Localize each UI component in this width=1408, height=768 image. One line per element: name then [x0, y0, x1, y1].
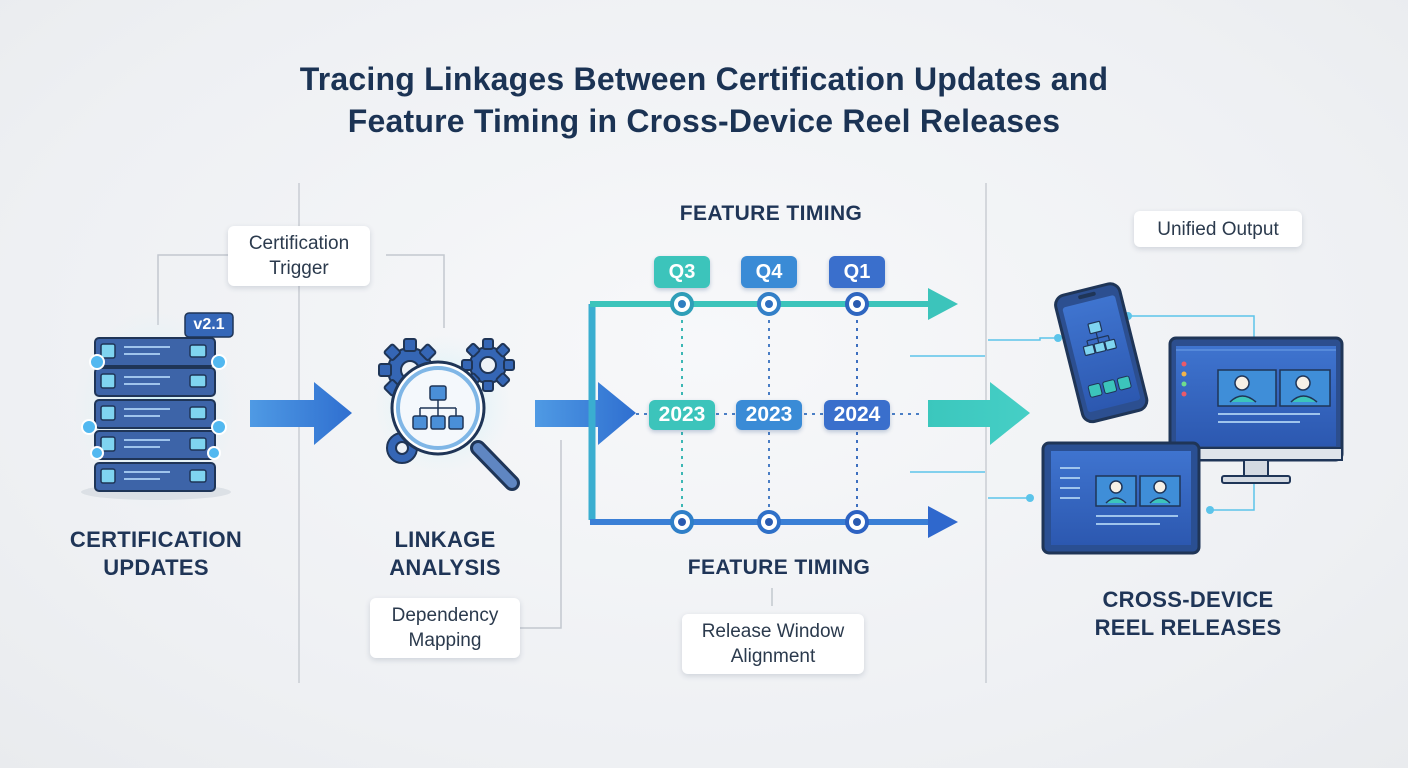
stage-label-certification: CERTIFICATION UPDATES: [40, 526, 272, 582]
title-line-1: Tracing Linkages Between Certification U…: [299, 61, 1109, 97]
title-line-2: Feature Timing in Cross-Device Reel Rele…: [347, 103, 1061, 139]
callout-text: Trigger: [269, 258, 329, 279]
callout-text: Alignment: [730, 646, 816, 667]
stage-label-line: ANALYSIS: [389, 555, 501, 580]
flow-arrow: [928, 382, 1030, 445]
callout-text: Unified Output: [1157, 218, 1279, 240]
callout-dependency-mapping: Dependency Mapping: [370, 598, 520, 658]
server-stack-icon: [74, 310, 238, 510]
flow-arrow: [250, 382, 352, 445]
callout-text: Dependency: [391, 605, 499, 626]
stage-label-line: REEL RELEASES: [1094, 615, 1282, 640]
connector-line: [157, 254, 228, 325]
stage-label-line: UPDATES: [103, 555, 209, 580]
year-pill: 2023: [649, 400, 715, 430]
callout-text: Release Window: [701, 621, 845, 642]
device-connector-lines: [910, 312, 1255, 514]
stage-label-linkage: LINKAGE ANALYSIS: [345, 526, 545, 582]
callout-unified-output: Unified Output: [1134, 211, 1302, 247]
callout-release-window: Release Window Alignment: [682, 614, 864, 674]
stage-label-line: CROSS-DEVICE: [1102, 587, 1274, 612]
year-pill: 2023: [736, 400, 802, 430]
connector-line: [520, 440, 562, 629]
diagram-title: Tracing Linkages Between Certification U…: [0, 58, 1408, 142]
year-pill: 2024: [824, 400, 890, 430]
timing-track: [588, 288, 958, 538]
version-badge: v2.1: [193, 316, 225, 333]
quarter-pill: Q3: [654, 256, 710, 288]
stage-label-line: LINKAGE: [394, 527, 496, 552]
quarter-pill: Q1: [829, 256, 885, 288]
connector-line: [386, 254, 445, 328]
stage-label-line: CERTIFICATION: [69, 527, 243, 552]
feature-timing-label-top: FEATURE TIMING: [679, 202, 863, 225]
callout-text: Certification: [248, 233, 350, 254]
multi-device-icon: [1041, 282, 1344, 555]
callout-certification-trigger: Certification Trigger: [228, 226, 370, 286]
feature-timing-label-bottom: FEATURE TIMING: [687, 556, 871, 579]
callout-text: Mapping: [408, 630, 482, 651]
stage-label-releases: CROSS-DEVICE REEL RELEASES: [1068, 586, 1308, 642]
quarter-pill: Q4: [741, 256, 797, 288]
magnifier-gears-icon: [372, 335, 520, 491]
flow-arrow: [535, 382, 636, 445]
